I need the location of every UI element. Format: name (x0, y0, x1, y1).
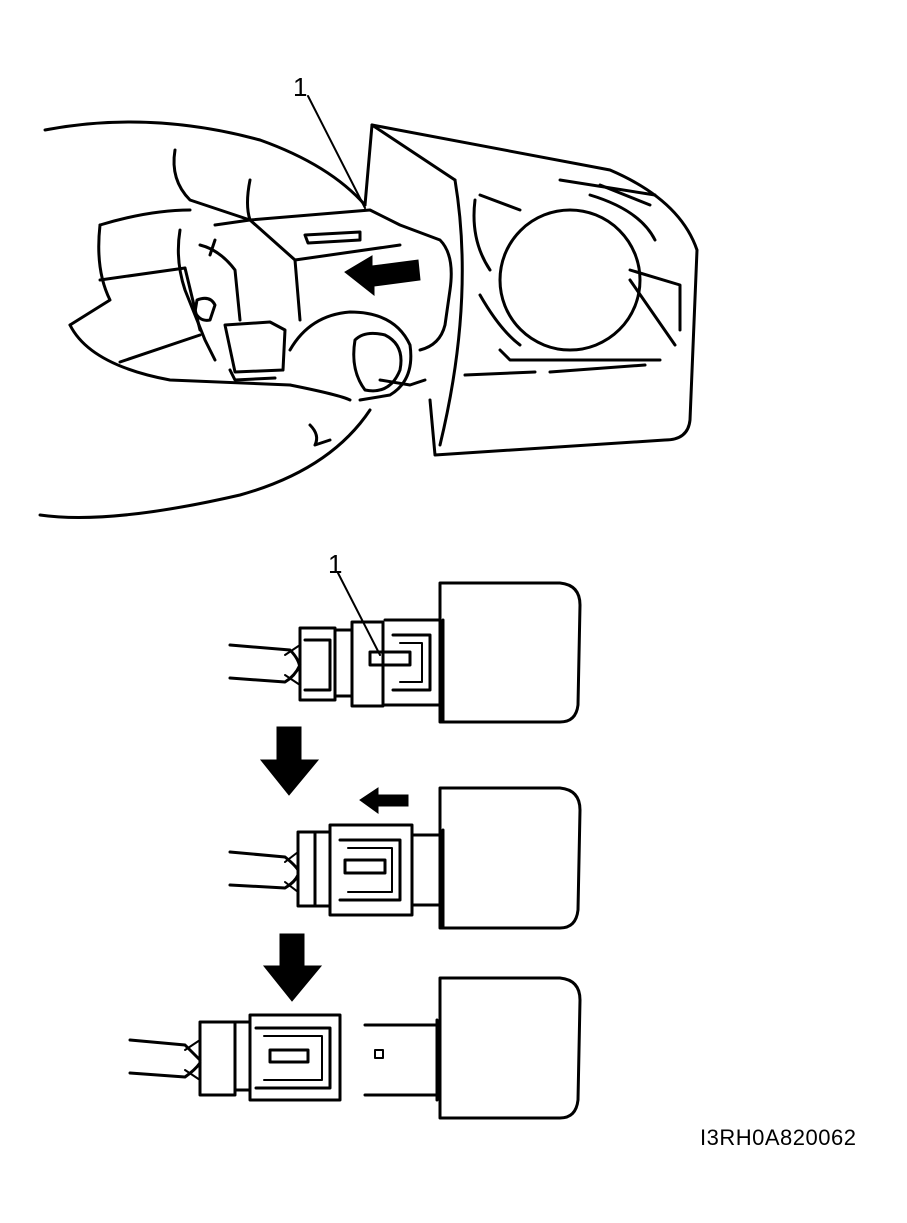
figure-id-label: I3RH0A820062 (700, 1125, 857, 1150)
hand-outline (38, 120, 427, 519)
callout-steps: 1 (328, 549, 381, 656)
step-down-arrow-2 (262, 933, 323, 1002)
step-3-disconnected (128, 976, 582, 1120)
slide-lock-arrow (359, 787, 409, 814)
sensor-housing (363, 123, 699, 457)
hand-disconnect-illustration: 1 (38, 72, 699, 519)
callout-label-steps: 1 (328, 549, 342, 579)
wire-harness (98, 266, 202, 364)
step-1-connected: 1 (228, 549, 582, 724)
callout-label-top: 1 (293, 72, 307, 102)
callout-top: 1 (293, 72, 366, 209)
step-2-release (228, 786, 582, 930)
pull-direction-arrow (344, 255, 421, 297)
step-down-arrow-1 (259, 726, 320, 796)
